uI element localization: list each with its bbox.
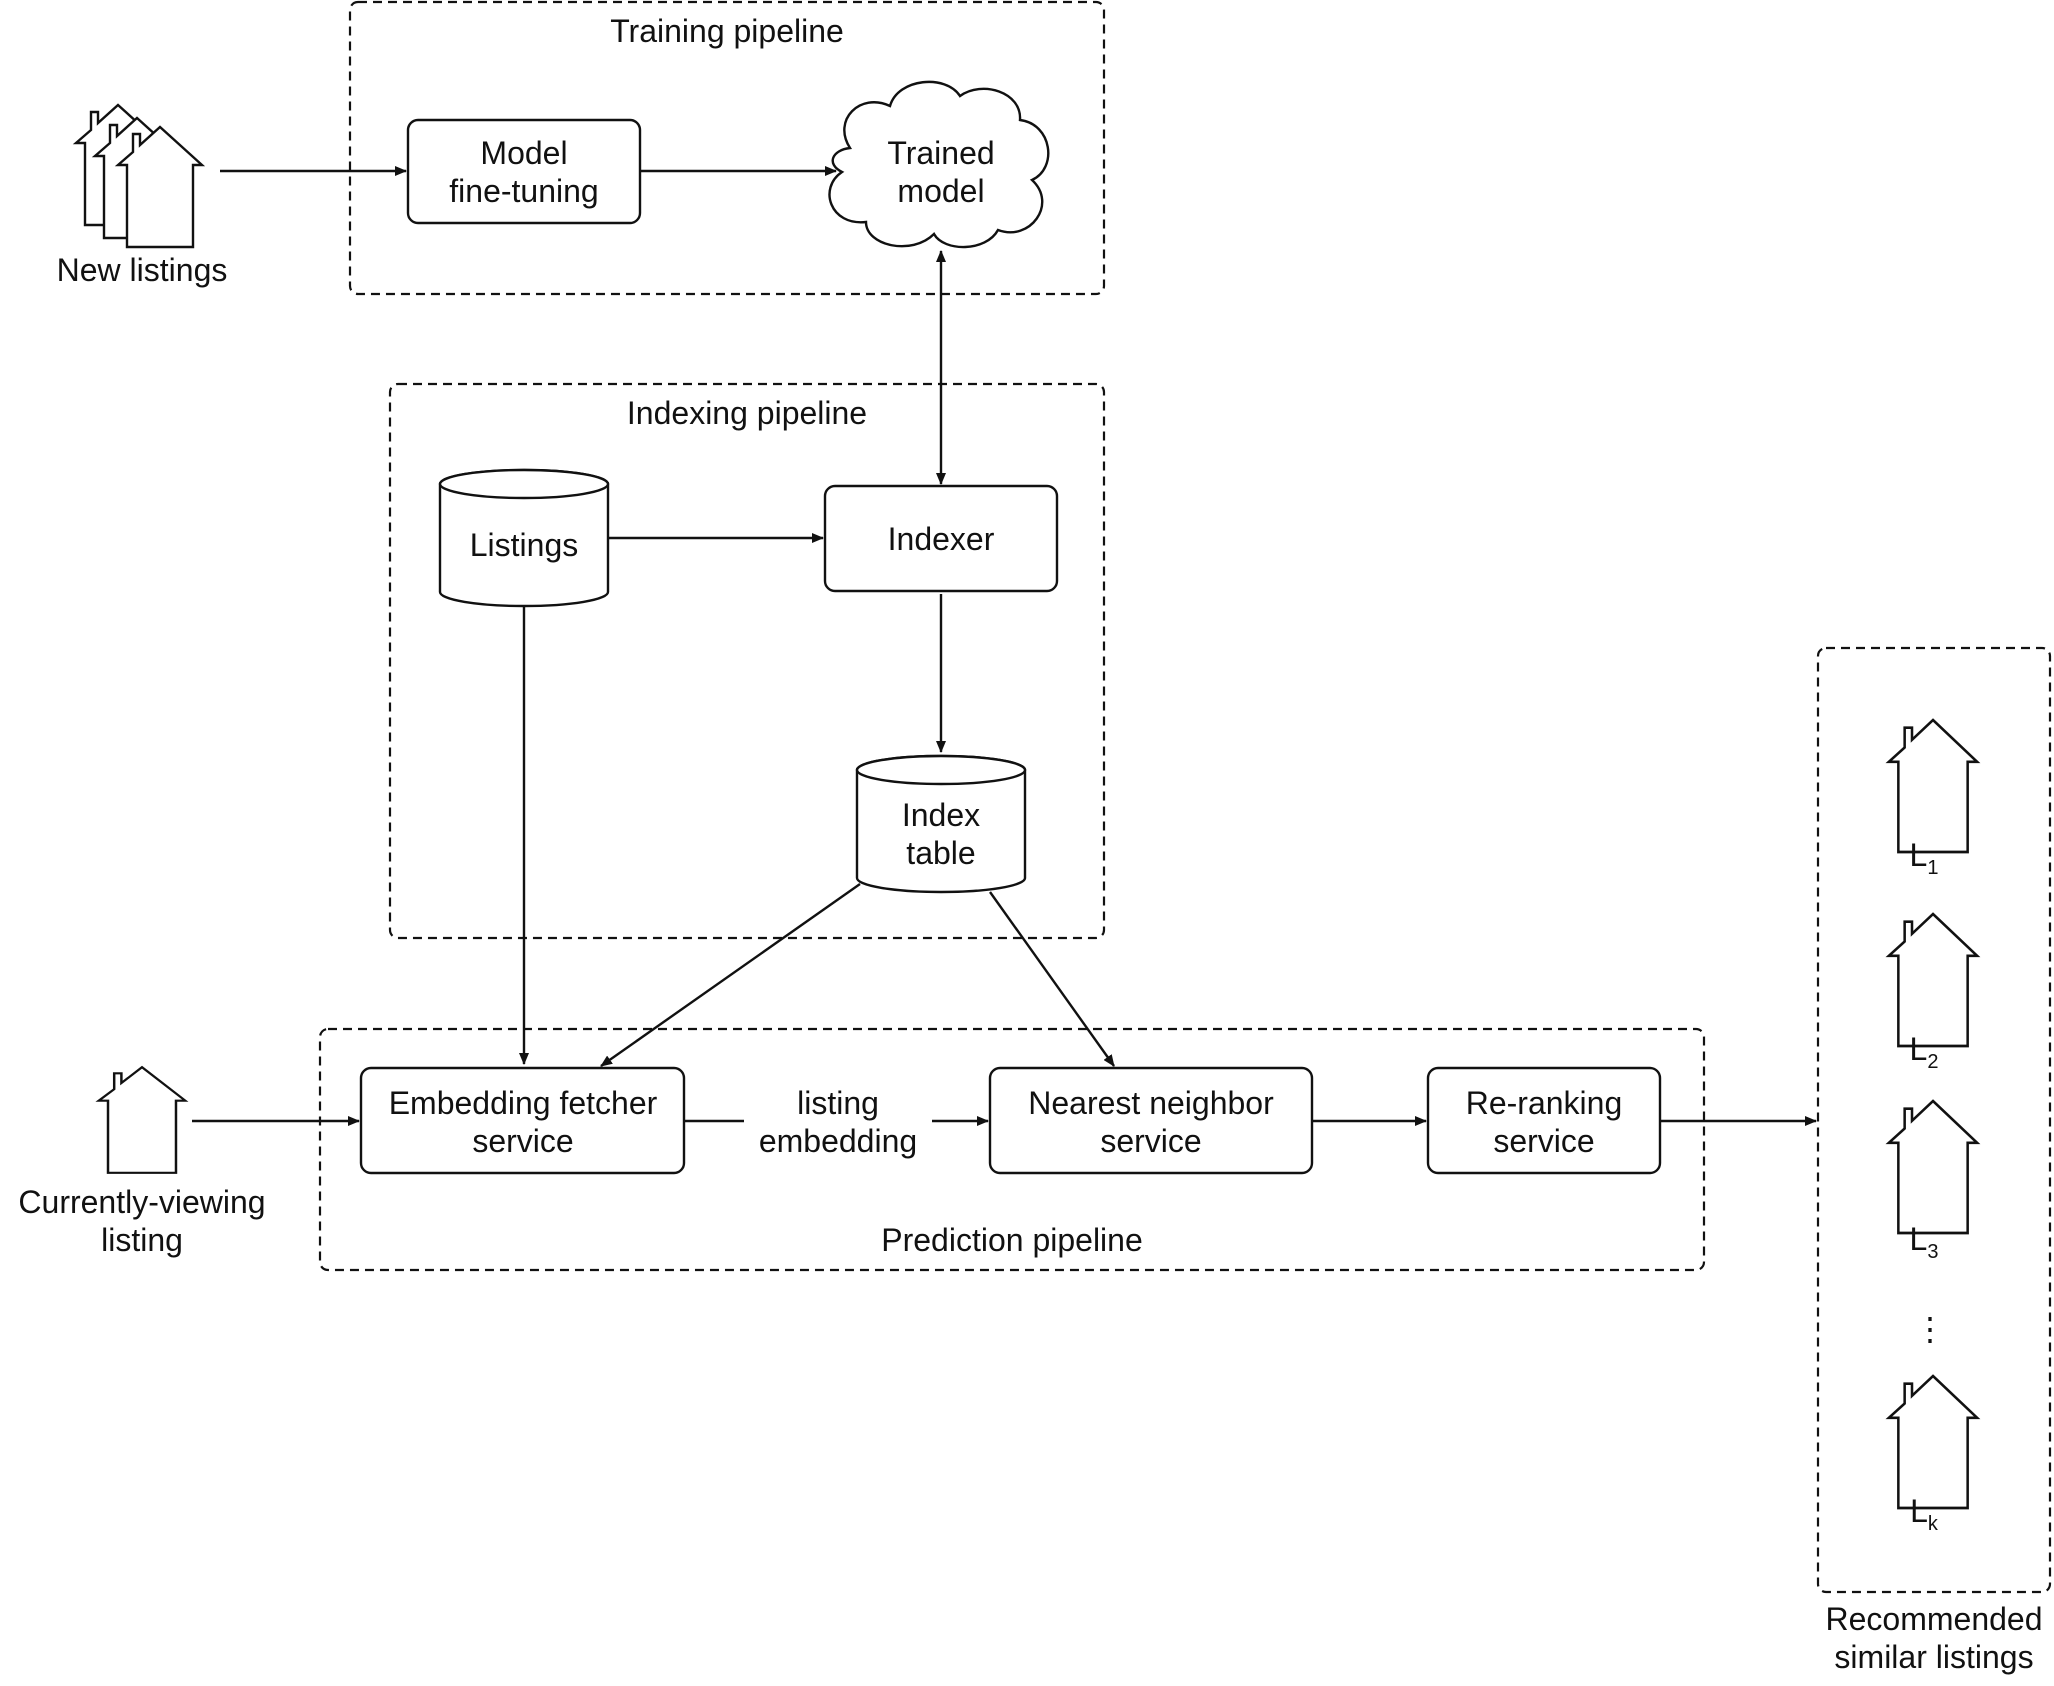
recommended-listing-2: L2	[1887, 912, 1979, 1073]
nearest-neighbor-label-line1: Nearest neighbor	[1028, 1085, 1274, 1121]
reranking-label-line2: service	[1493, 1123, 1594, 1159]
embedding-fetcher-label-line2: service	[472, 1123, 573, 1159]
new-listings-label: New listings	[57, 252, 228, 288]
listings-cylinder-top	[438, 468, 610, 500]
model-finetuning-box	[406, 118, 642, 225]
listings-label: Listings	[470, 527, 579, 563]
recommended-listings-group	[1816, 646, 2052, 1594]
house-icon	[1887, 1374, 1979, 1510]
trained-model-label-line2: model	[897, 173, 984, 209]
reranking-node: Re-ranking service	[1426, 1066, 1662, 1175]
index-table-node: Index table	[855, 754, 1027, 894]
indexer-box	[823, 484, 1059, 593]
nearest-neighbor-node: Nearest neighbor service	[988, 1066, 1314, 1175]
recommended-listings-title-line2: similar listings	[1834, 1639, 2033, 1675]
new-listings-input: New listings	[57, 103, 228, 288]
reranking-label-line1: Re-ranking	[1466, 1085, 1623, 1121]
arrow-index-table-to-nearest-neighbor	[989, 891, 1115, 1067]
model-finetuning-label-line1: Model	[480, 135, 567, 171]
training-pipeline-border	[348, 0, 1106, 296]
reranking-box	[1426, 1066, 1662, 1175]
prediction-pipeline-group: Prediction pipeline	[318, 1027, 1706, 1272]
training-pipeline-group: Training pipeline	[348, 0, 1106, 296]
prediction-pipeline-label: Prediction pipeline	[881, 1222, 1143, 1258]
embedding-fetcher-node: Embedding fetcher service	[359, 1066, 686, 1175]
house-icon	[1887, 718, 1979, 854]
recommended-listing-k: Lk	[1887, 1374, 1979, 1535]
house-icon	[1887, 912, 1979, 1048]
listing-embedding-label-line2: embedding	[759, 1123, 917, 1159]
nearest-neighbor-label-line2: service	[1100, 1123, 1201, 1159]
embedding-fetcher-label-line1: Embedding fetcher	[389, 1085, 658, 1121]
recommended-listing-1: L1	[1887, 718, 1979, 879]
currently-viewing-input: Currently-viewing listing	[18, 1065, 266, 1258]
indexing-pipeline-border	[388, 382, 1106, 940]
model-finetuning-node: Model fine-tuning	[406, 118, 642, 225]
recommended-listing-2-label: L2	[1910, 1031, 1939, 1073]
index-table-label-line1: Index	[902, 797, 980, 833]
recommended-listings-ellipsis: ⋮	[1914, 1311, 1946, 1347]
recommended-listing-1-label: L1	[1910, 837, 1939, 879]
indexer-label: Indexer	[888, 521, 995, 557]
house-icon	[1887, 1099, 1979, 1235]
house-stack-icon	[74, 103, 204, 249]
indexer-node: Indexer	[823, 484, 1059, 593]
indexing-pipeline-group: Indexing pipeline	[388, 382, 1106, 940]
currently-viewing-label-line2: listing	[101, 1222, 183, 1258]
listings-database-node: Listings	[438, 468, 610, 608]
recommended-listings-border	[1816, 646, 2052, 1594]
nearest-neighbor-box	[988, 1066, 1314, 1175]
training-pipeline-label: Training pipeline	[610, 13, 844, 49]
index-table-cylinder-top	[855, 754, 1027, 786]
currently-viewing-label-line1: Currently-viewing	[18, 1184, 265, 1220]
recommended-listing-3-label: L3	[1910, 1221, 1939, 1263]
index-table-label-line2: table	[906, 835, 975, 871]
listing-embedding-edge-label: listing embedding	[759, 1085, 917, 1159]
recommended-listing-3: L3	[1887, 1099, 1979, 1263]
model-finetuning-label-line2: fine-tuning	[449, 173, 598, 209]
embedding-fetcher-box	[359, 1066, 686, 1175]
connectors	[192, 166, 1817, 1126]
arrow-index-table-to-fetcher	[600, 883, 861, 1067]
recommended-listings-title-line1: Recommended	[1826, 1601, 2043, 1637]
trained-model-cloud	[828, 80, 1050, 249]
house-icon	[97, 1065, 187, 1175]
indexing-pipeline-label: Indexing pipeline	[627, 395, 867, 431]
trained-model-node: Trained model	[828, 80, 1050, 249]
prediction-pipeline-border	[318, 1027, 1706, 1272]
trained-model-label-line1: Trained	[887, 135, 994, 171]
listing-embedding-label-line1: listing	[797, 1085, 879, 1121]
recommended-listing-k-label: Lk	[1910, 1493, 1939, 1535]
